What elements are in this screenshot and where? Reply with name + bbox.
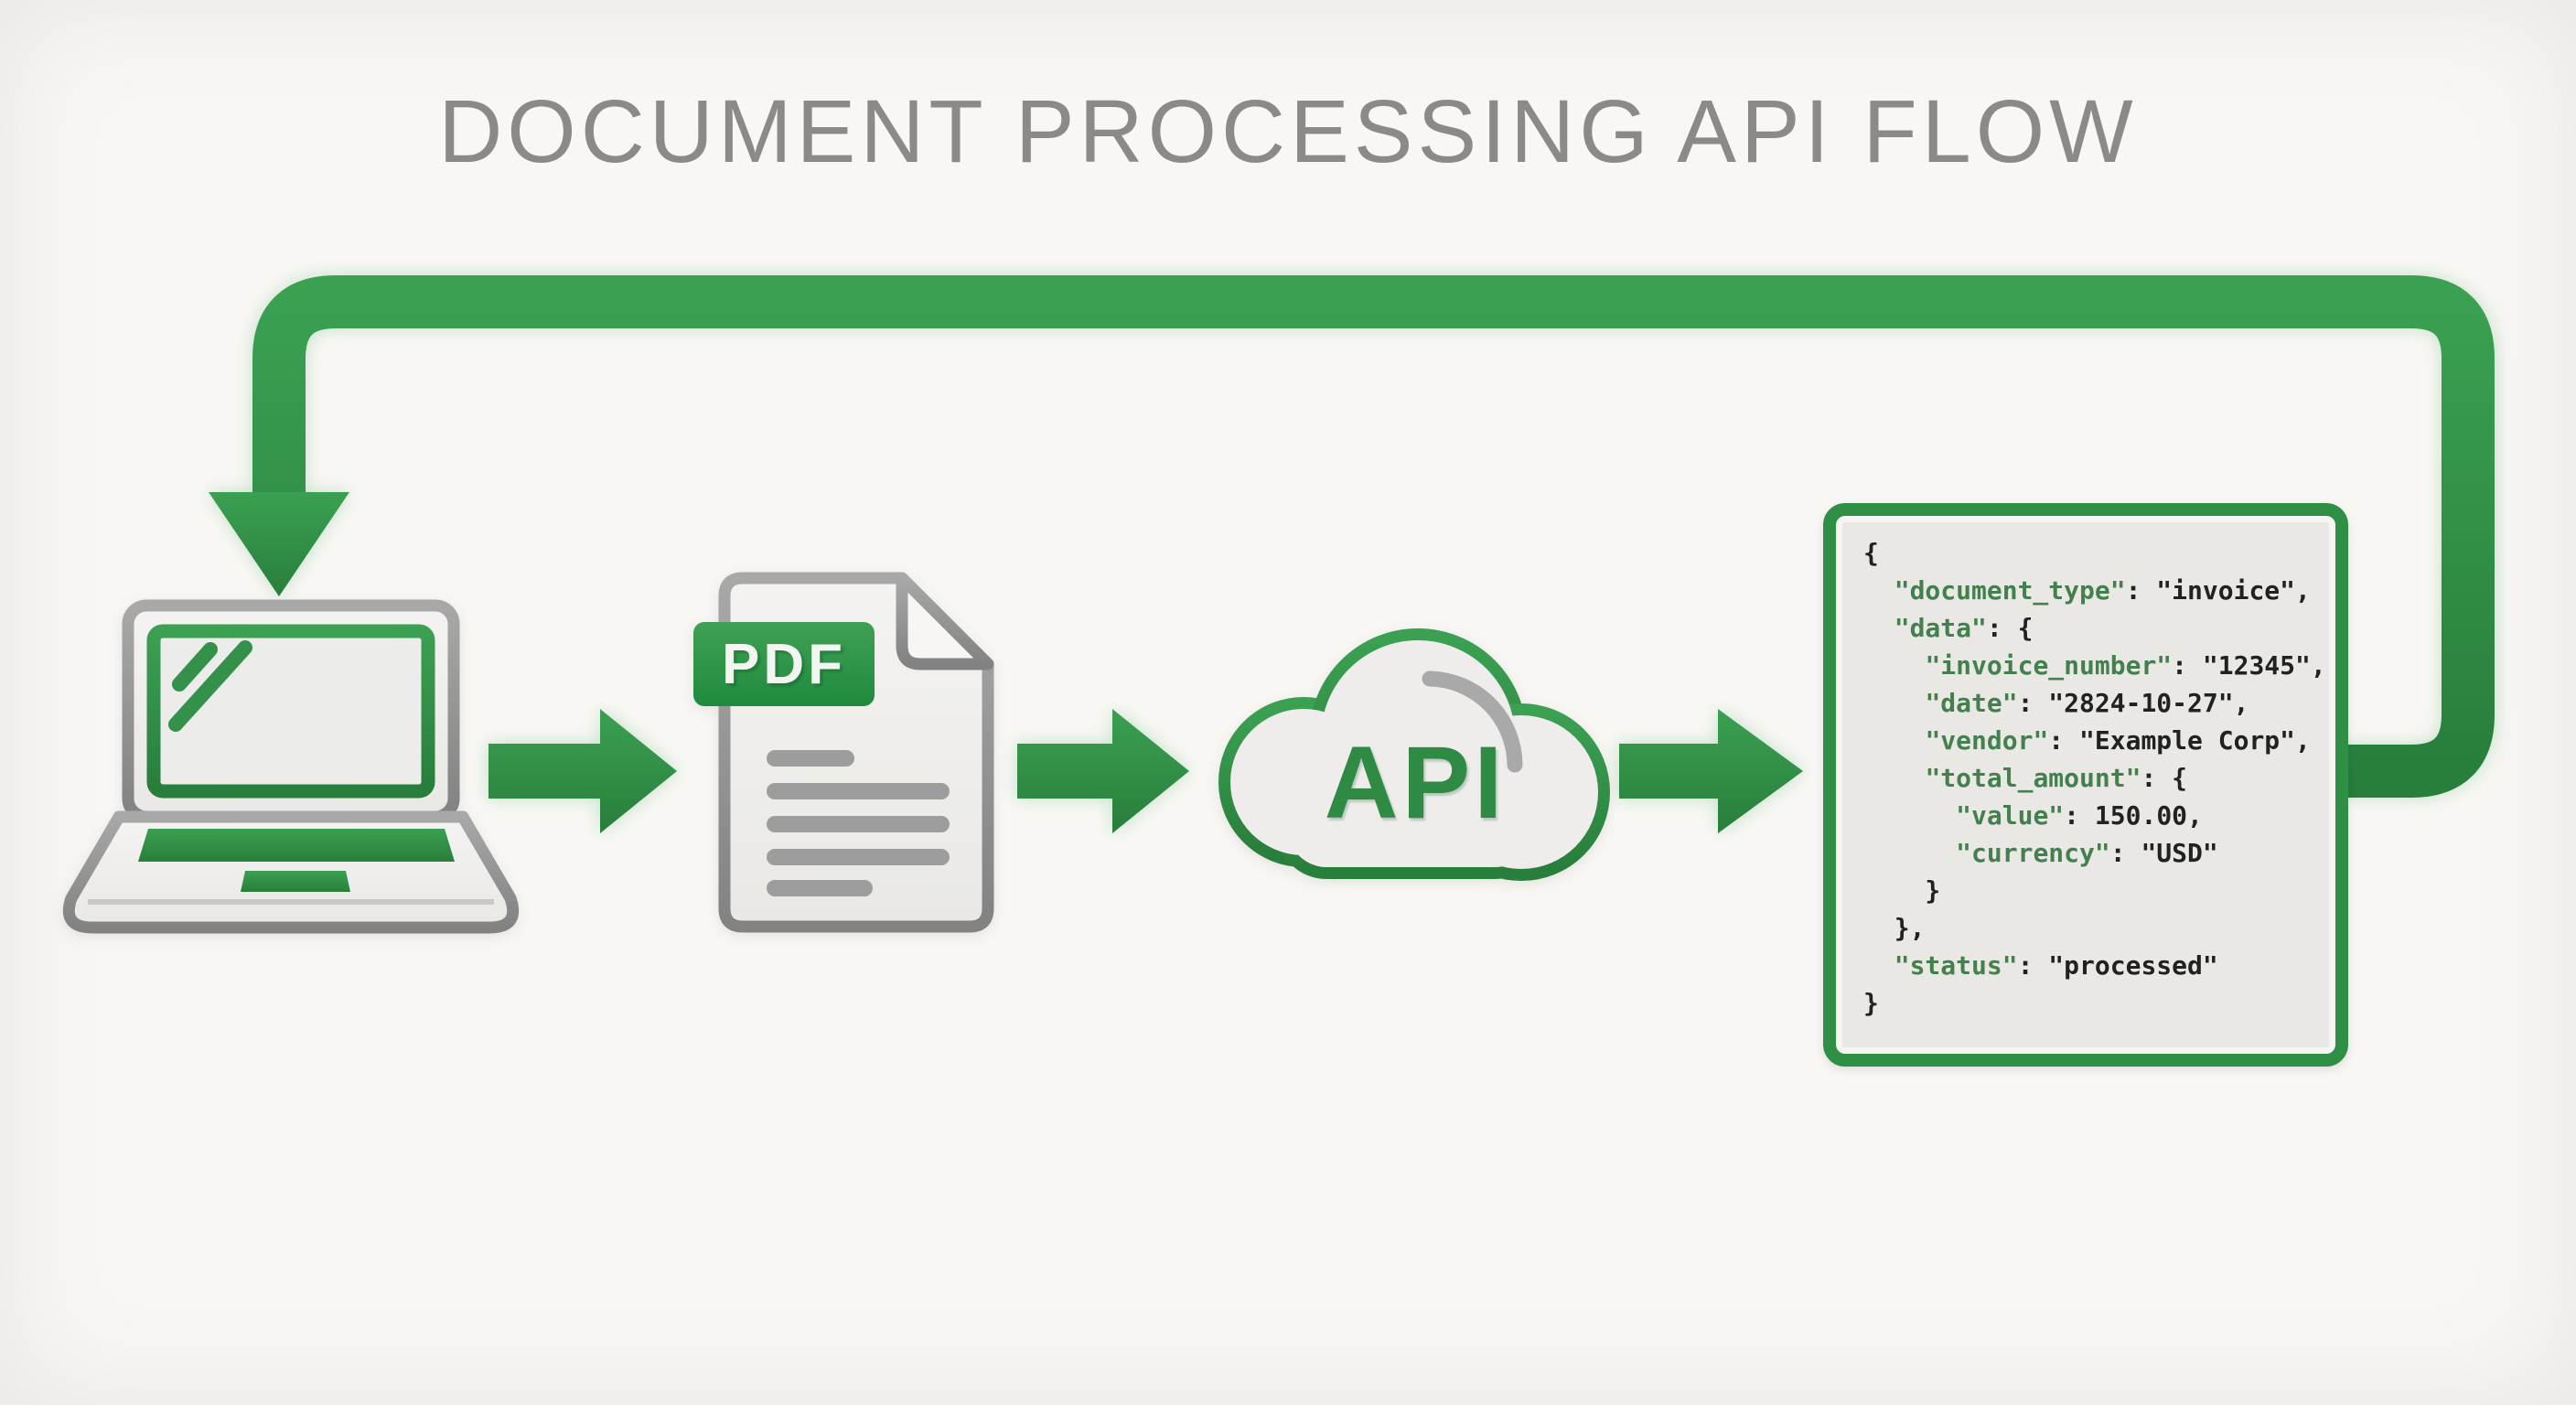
pdf-badge-label: PDF: [722, 632, 846, 696]
pdf-badge: [693, 622, 875, 706]
arrow-laptop-to-pdf-icon: [488, 709, 677, 833]
arrow-pdf-to-api-icon: [1017, 709, 1189, 833]
api-cloud-icon: [1218, 628, 1610, 881]
pdf-text-lines: [767, 750, 950, 896]
arrow-api-to-json-icon: [1619, 709, 1803, 833]
api-label: API: [1324, 724, 1507, 840]
pdf-document-icon: [693, 572, 994, 933]
json-output-box: { "document_type": "invoice", "data": { …: [1823, 503, 2348, 1067]
feedback-loop-arrow-icon: [209, 275, 2495, 798]
page-title: DOCUMENT PROCESSING API FLOW: [438, 81, 2138, 181]
forward-arrows: [488, 709, 1803, 833]
json-code: { "document_type": "invoice", "data": { …: [1863, 538, 2326, 1018]
laptop-icon: [62, 599, 520, 934]
cloud-highlight-arc-icon: [1422, 670, 1523, 773]
